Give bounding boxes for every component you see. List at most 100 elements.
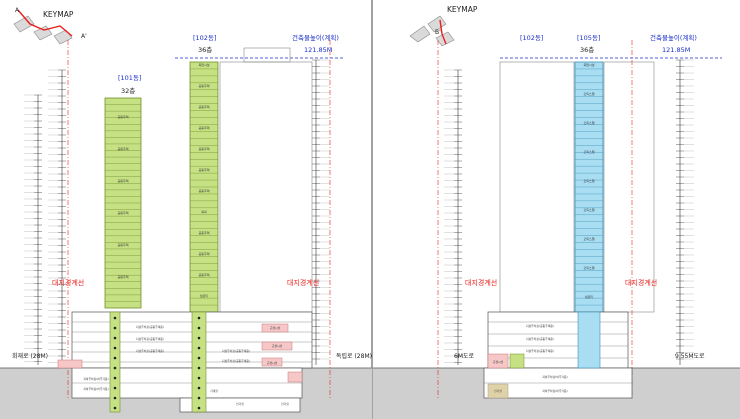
core-marker — [113, 326, 117, 330]
height-value-left: 121.85M — [304, 46, 332, 54]
tower-102-floor-label: 공동주택 — [198, 146, 209, 151]
tower-102-floor-label: 공동주택 — [198, 188, 209, 193]
core-marker — [197, 386, 201, 390]
boundary-right-right: 대지경계선 — [625, 278, 657, 287]
height-title-right: 건축물높이(계획) — [650, 33, 697, 42]
podium-label: 지상주차장(공동주택용) — [136, 325, 164, 329]
podium-label: 지하주차장(비주거용) — [83, 387, 108, 391]
core-marker — [197, 376, 201, 380]
keymap-a-prime-label: A' — [81, 33, 87, 40]
keymap-building — [13, 15, 35, 33]
keymap-building — [53, 29, 73, 45]
tower-102-floor-label: 공동주택 — [198, 167, 209, 172]
core-marker — [113, 396, 117, 400]
commercial-space — [57, 359, 83, 369]
electrical-room — [487, 383, 509, 399]
tower-101-label: [101동] — [118, 74, 141, 82]
boundary-left-right: 대지경계선 — [465, 278, 497, 287]
keymap-title-left: KEYMAP — [43, 10, 74, 19]
podium-label: 전기실 — [236, 402, 244, 406]
tower-105-floor-label: 오피스텔 — [583, 207, 594, 212]
podium-label: 전기실 — [281, 402, 289, 406]
boundary-left-left: 대지경계선 — [52, 278, 84, 287]
podium-label: 지상주차장(공동주택용) — [526, 337, 554, 341]
podium-label: 지상주차장(공동주택용) — [526, 349, 554, 353]
tower-102-floor-label: 공동주택 — [198, 230, 209, 235]
height-title-left: 건축물높이(계획) — [292, 33, 339, 42]
podium-label: 근생시설 — [493, 360, 504, 364]
tower-105-floor-label: 오피스텔 — [583, 178, 594, 183]
core-marker — [113, 316, 117, 320]
tower-105-floor-label: 오피스텔 — [583, 120, 594, 125]
core-marker — [197, 336, 201, 340]
boundary-right-left: 대지경계선 — [287, 278, 319, 287]
tower-105-floor-label: 오피스텔 — [583, 236, 594, 241]
tower-102-label-right: [102동] — [520, 34, 543, 42]
keymap-building — [435, 31, 455, 47]
tower-105-label: [105동] — [577, 34, 600, 42]
core-marker — [113, 406, 117, 410]
building-outline-102-right — [499, 61, 575, 313]
tower-102-label: [102동] — [193, 34, 216, 42]
core-marker — [113, 376, 117, 380]
podium-label: 전기실 — [494, 389, 502, 393]
tower-102-floor-label: 공동주택 — [198, 83, 209, 88]
commercial-space — [261, 357, 283, 367]
podium-label: 근생시설 — [270, 326, 281, 330]
tower-101-floor-label: 공동주택 — [117, 146, 128, 151]
commercial-space — [487, 353, 509, 369]
podium-label: 근생시설 — [272, 344, 283, 348]
tower-101-floor-label: 공동주택 — [117, 178, 128, 183]
keymap-section-line — [17, 9, 73, 37]
podium-label: 지하주차장(비주거용) — [542, 389, 567, 393]
keymap-right — [409, 15, 455, 47]
tower-101-floor-label: 공동주택 — [117, 274, 128, 279]
podium-label: 지상주차장(공동주택용) — [526, 324, 554, 328]
core-column-right — [577, 311, 601, 369]
core-marker — [197, 396, 201, 400]
tower-102-floor-label: 공동주택 — [198, 251, 209, 256]
road-left-left: 회재로 (28M) — [12, 352, 48, 360]
road-right-left: 독립로 (28M) — [336, 352, 372, 360]
podium-label: 지하주차장(비주거용) — [542, 375, 567, 379]
tower-102-floors: 36층 — [198, 45, 212, 54]
tower-102-floor-label: 옥탑시설 — [198, 62, 209, 67]
core-marker — [197, 356, 201, 360]
tower-101-floor-label: 공동주택 — [117, 210, 128, 215]
tower-102-floor-label: 공동주택 — [198, 125, 209, 130]
keymap-building — [427, 15, 447, 33]
tower-105-floor-label: 필로티 — [585, 294, 594, 299]
tower-102-floor-label: 공동주택 — [198, 104, 209, 109]
building-outline-behind-right — [603, 61, 655, 313]
core-marker — [197, 326, 201, 330]
core-marker — [197, 346, 201, 350]
podium-label: 지하주차장(비주거용) — [83, 377, 108, 381]
tower-105-floor-label: 옥탑시설 — [583, 62, 594, 67]
core-marker — [197, 406, 201, 410]
tower-105-floor-label: 오피스텔 — [583, 149, 594, 154]
keymap-title-right: KEYMAP — [447, 5, 478, 14]
core-marker — [113, 366, 117, 370]
podium-right — [487, 311, 629, 369]
podium-label: 지상주차장(공동주택용) — [222, 349, 250, 353]
commercial-space — [261, 323, 289, 333]
tower-105-floor-label: 오피스텔 — [583, 91, 594, 96]
tower-105-floors: 36층 — [580, 45, 594, 54]
road-left-right: 6M도로 — [454, 353, 475, 360]
podium-label: 기계실 — [210, 389, 218, 393]
tower-101-floors: 32층 — [121, 86, 135, 95]
core-column — [109, 311, 121, 413]
tower-102-floor-label: 필로티 — [200, 293, 209, 298]
core-marker — [197, 366, 201, 370]
core-column — [191, 311, 207, 413]
commercial-space — [287, 371, 303, 383]
tower-105-floor-label: 오피스텔 — [583, 265, 594, 270]
tower-102-floor-label: 옥외 — [201, 209, 207, 214]
core-marker — [197, 316, 201, 320]
green-space — [509, 353, 525, 369]
keymap-section-line — [439, 19, 447, 45]
core-marker — [113, 356, 117, 360]
commercial-space — [261, 341, 293, 351]
